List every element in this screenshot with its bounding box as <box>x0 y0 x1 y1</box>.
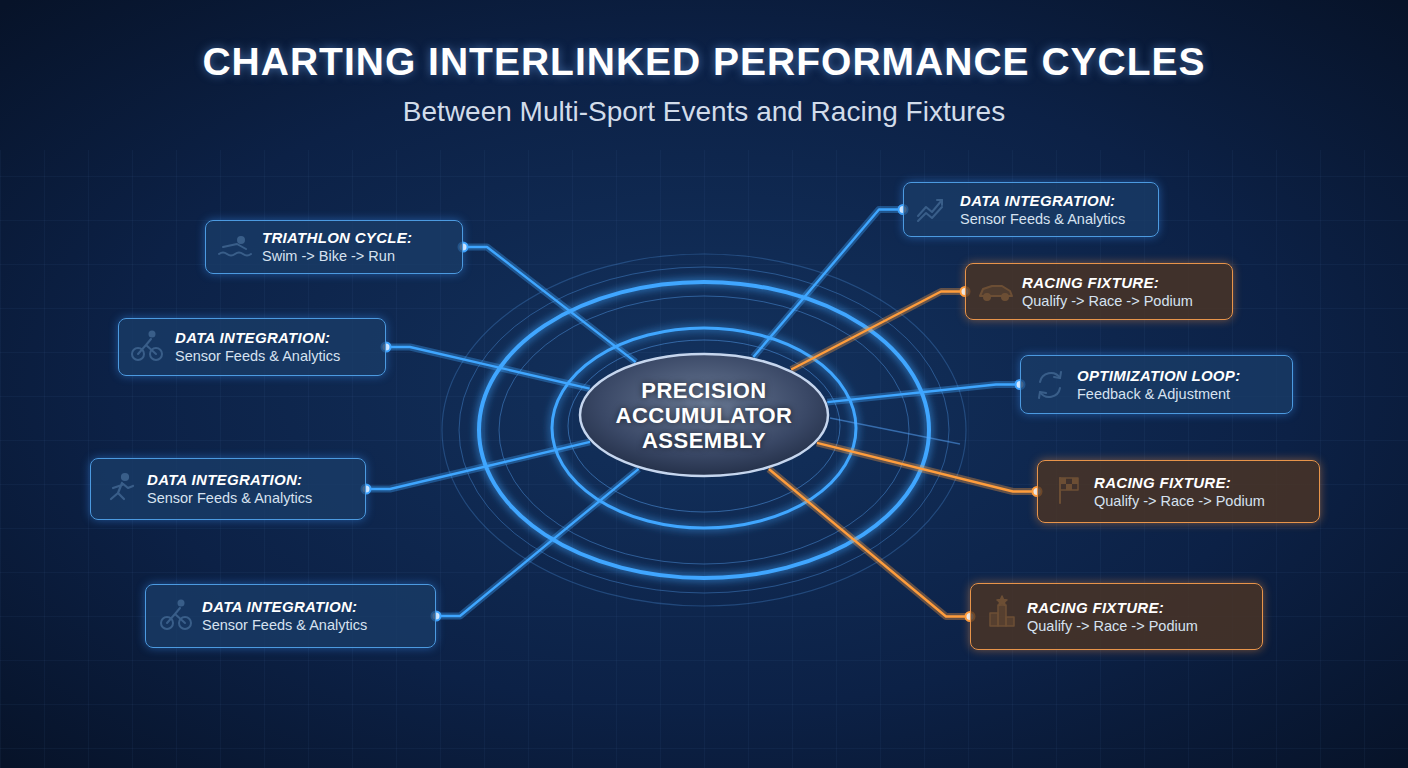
box-body: Sensor Feeds & Analytics <box>202 616 427 635</box>
connector-glow <box>769 469 970 616</box>
cycle-box: DATA INTEGRATION:Sensor Feeds & Analytic… <box>903 182 1159 237</box>
connector-glow <box>827 385 1020 403</box>
box-heading: DATA INTEGRATION: <box>202 597 427 616</box>
axis-line <box>830 418 960 444</box>
box-heading: RACING FIXTURE: <box>1022 273 1224 292</box>
box-heading: DATA INTEGRATION: <box>960 191 1150 210</box>
connector-line <box>436 469 639 616</box>
subtitle-text: Between Multi-Sport Events and Racing Fi… <box>0 96 1408 128</box>
connector-glow <box>366 442 590 489</box>
diagram-title: CHARTING INTERLINKED PERFORMANCE CYCLES <box>0 40 1408 84</box>
box-heading: RACING FIXTURE: <box>1094 473 1311 492</box>
box-body: Swim -> Bike -> Run <box>262 247 454 266</box>
connector-glow <box>463 247 636 362</box>
cycle-box: RACING FIXTURE:Qualify -> Race -> Podium <box>970 583 1263 650</box>
connector-line <box>753 210 903 358</box>
box-icons <box>111 200 1078 629</box>
box-heading: DATA INTEGRATION: <box>147 470 357 489</box>
cycle-box: TRIATHLON CYCLE:Swim -> Bike -> Run <box>205 220 463 274</box>
connector-glow <box>817 443 1037 492</box>
box-heading: TRIATHLON CYCLE: <box>262 228 454 247</box>
box-body: Qualify -> Race -> Podium <box>1022 292 1224 311</box>
connector-line <box>791 292 965 370</box>
cycle-box: DATA INTEGRATION:Sensor Feeds & Analytic… <box>90 458 366 520</box>
connector-line <box>769 469 970 616</box>
cycle-box: RACING FIXTURE:Qualify -> Race -> Podium <box>965 263 1233 320</box>
box-body: Sensor Feeds & Analytics <box>175 347 377 366</box>
connector-glow <box>386 347 590 389</box>
box-body: Sensor Feeds & Analytics <box>147 489 357 508</box>
box-body: Sensor Feeds & Analytics <box>960 210 1150 229</box>
cycle-box: DATA INTEGRATION:Sensor Feeds & Analytic… <box>145 584 436 648</box>
box-body: Qualify -> Race -> Podium <box>1094 492 1311 511</box>
box-body: Feedback & Adjustment <box>1077 385 1284 404</box>
axis-line <box>290 417 580 420</box>
hub-label: PRECISION ACCUMULATOR ASSEMBLY <box>604 378 804 453</box>
box-heading: DATA INTEGRATION: <box>175 328 377 347</box>
connector-line <box>827 385 1020 403</box>
connector-glow <box>753 210 903 358</box>
cycle-box: DATA INTEGRATION:Sensor Feeds & Analytic… <box>118 318 386 376</box>
connector-line <box>386 347 590 389</box>
hub-ellipse: PRECISION ACCUMULATOR ASSEMBLY <box>578 352 830 478</box>
connector-glow <box>791 292 965 370</box>
grid <box>0 150 1408 768</box>
connector-glow <box>436 469 639 616</box>
connector-line <box>817 443 1037 492</box>
hub-shape <box>580 354 828 476</box>
box-heading: RACING FIXTURE: <box>1027 598 1254 617</box>
box-body: Qualify -> Race -> Podium <box>1027 617 1254 636</box>
box-heading: OPTIMIZATION LOOP: <box>1077 366 1284 385</box>
connector-line <box>366 442 590 489</box>
cycle-box: RACING FIXTURE:Qualify -> Race -> Podium <box>1037 460 1320 523</box>
cycle-box: OPTIMIZATION LOOP:Feedback & Adjustment <box>1020 355 1293 414</box>
connector-line <box>463 247 636 362</box>
